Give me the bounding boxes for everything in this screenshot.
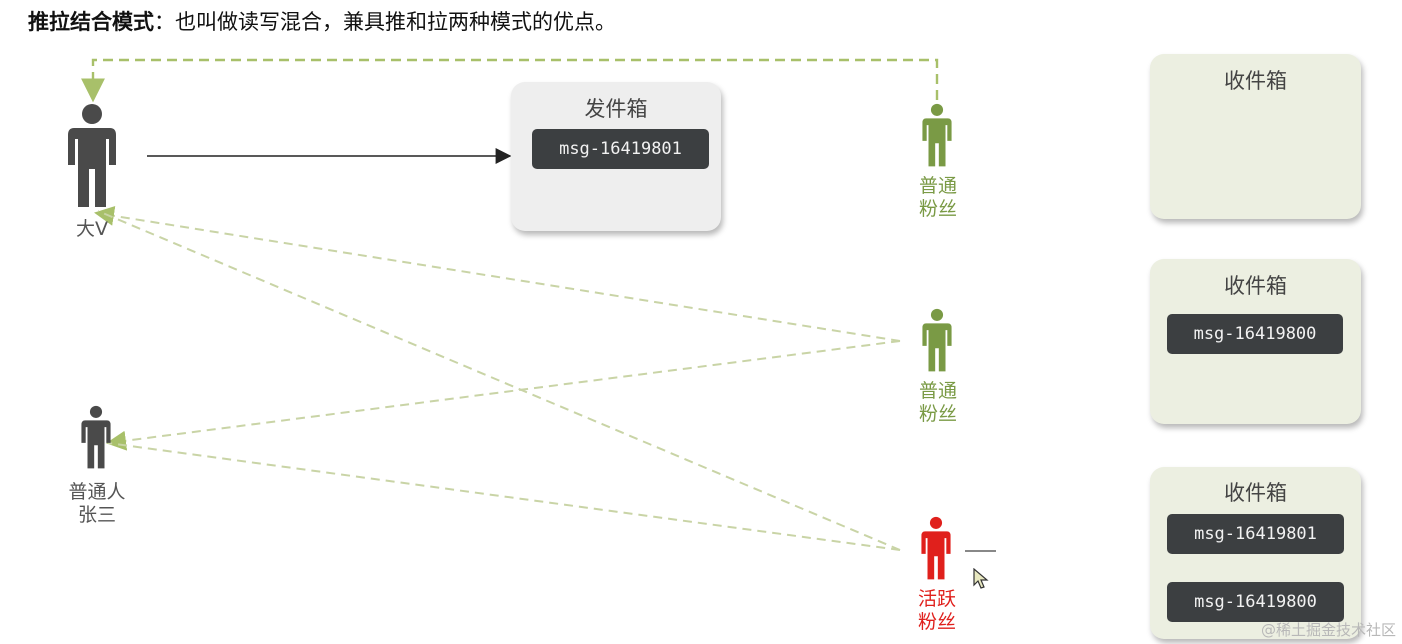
active-fan-icon bbox=[921, 516, 951, 580]
cursor-icon bbox=[973, 568, 989, 589]
zhangsan-person-icon bbox=[81, 405, 111, 469]
ordinary-fan-2-label-line2: 粉丝 bbox=[918, 403, 957, 425]
inbox-1-title: 收件箱 bbox=[1224, 69, 1287, 93]
inbox-2-title: 收件箱 bbox=[1224, 274, 1287, 298]
fan2-to-bigv-line bbox=[94, 205, 901, 342]
outbox-message: msg-16419801 bbox=[532, 129, 709, 169]
inbox-2: 收件箱 msg-16419800 bbox=[1150, 259, 1361, 424]
watermark: @稀土掘金技术社区 bbox=[1260, 621, 1396, 639]
active-fan-label: 活跃 粉丝 bbox=[908, 588, 966, 634]
big-v-label: 大V bbox=[76, 218, 108, 240]
big-v-person-icon bbox=[68, 104, 116, 207]
fan2-to-zhangsan-line bbox=[106, 340, 901, 451]
ordinary-fan-2-label: 普通 粉丝 bbox=[909, 380, 967, 426]
title-rest: ：也叫做读写混合，兼具推和拉两种模式的优点。 bbox=[154, 10, 616, 34]
ordinary-fan-1-label-line1: 普通 bbox=[918, 175, 957, 197]
zhangsan-label-line2: 张三 bbox=[77, 504, 116, 526]
ordinary-fan-2-label-line1: 普通 bbox=[918, 380, 957, 402]
outbox: 发件箱 msg-16419801 bbox=[511, 82, 721, 231]
ordinary-fan-2-icon bbox=[922, 308, 952, 372]
inbox-3-title: 收件箱 bbox=[1224, 481, 1287, 505]
title-bold: 推拉结合模式 bbox=[28, 10, 154, 34]
ordinary-fan-1-icon bbox=[922, 103, 952, 167]
active-to-bigv-line bbox=[97, 210, 901, 551]
inbox-1: 收件箱 bbox=[1150, 54, 1361, 219]
inbox-2-message-1: msg-16419800 bbox=[1167, 314, 1343, 354]
zhangsan-label: 普通人 张三 bbox=[56, 481, 138, 527]
inbox-3: 收件箱 msg-16419801 msg-16419800 bbox=[1150, 467, 1361, 639]
active-fan-label-line2: 粉丝 bbox=[917, 611, 956, 633]
ordinary-fan-1-label: 普通 粉丝 bbox=[909, 175, 967, 221]
inbox-3-message-2: msg-16419800 bbox=[1167, 582, 1344, 622]
inbox-3-message-1: msg-16419801 bbox=[1167, 514, 1344, 554]
zhangsan-label-line1: 普通人 bbox=[68, 481, 126, 503]
outbox-title: 发件箱 bbox=[584, 97, 648, 121]
active-fan-label-line1: 活跃 bbox=[917, 588, 956, 610]
fan1-pull-line bbox=[81, 58, 939, 103]
ordinary-fan-1-label-line2: 粉丝 bbox=[918, 198, 957, 220]
active-to-zhangsan-line bbox=[107, 442, 901, 551]
page-title: 推拉结合模式：也叫做读写混合，兼具推和拉两种模式的优点。 bbox=[28, 6, 616, 36]
